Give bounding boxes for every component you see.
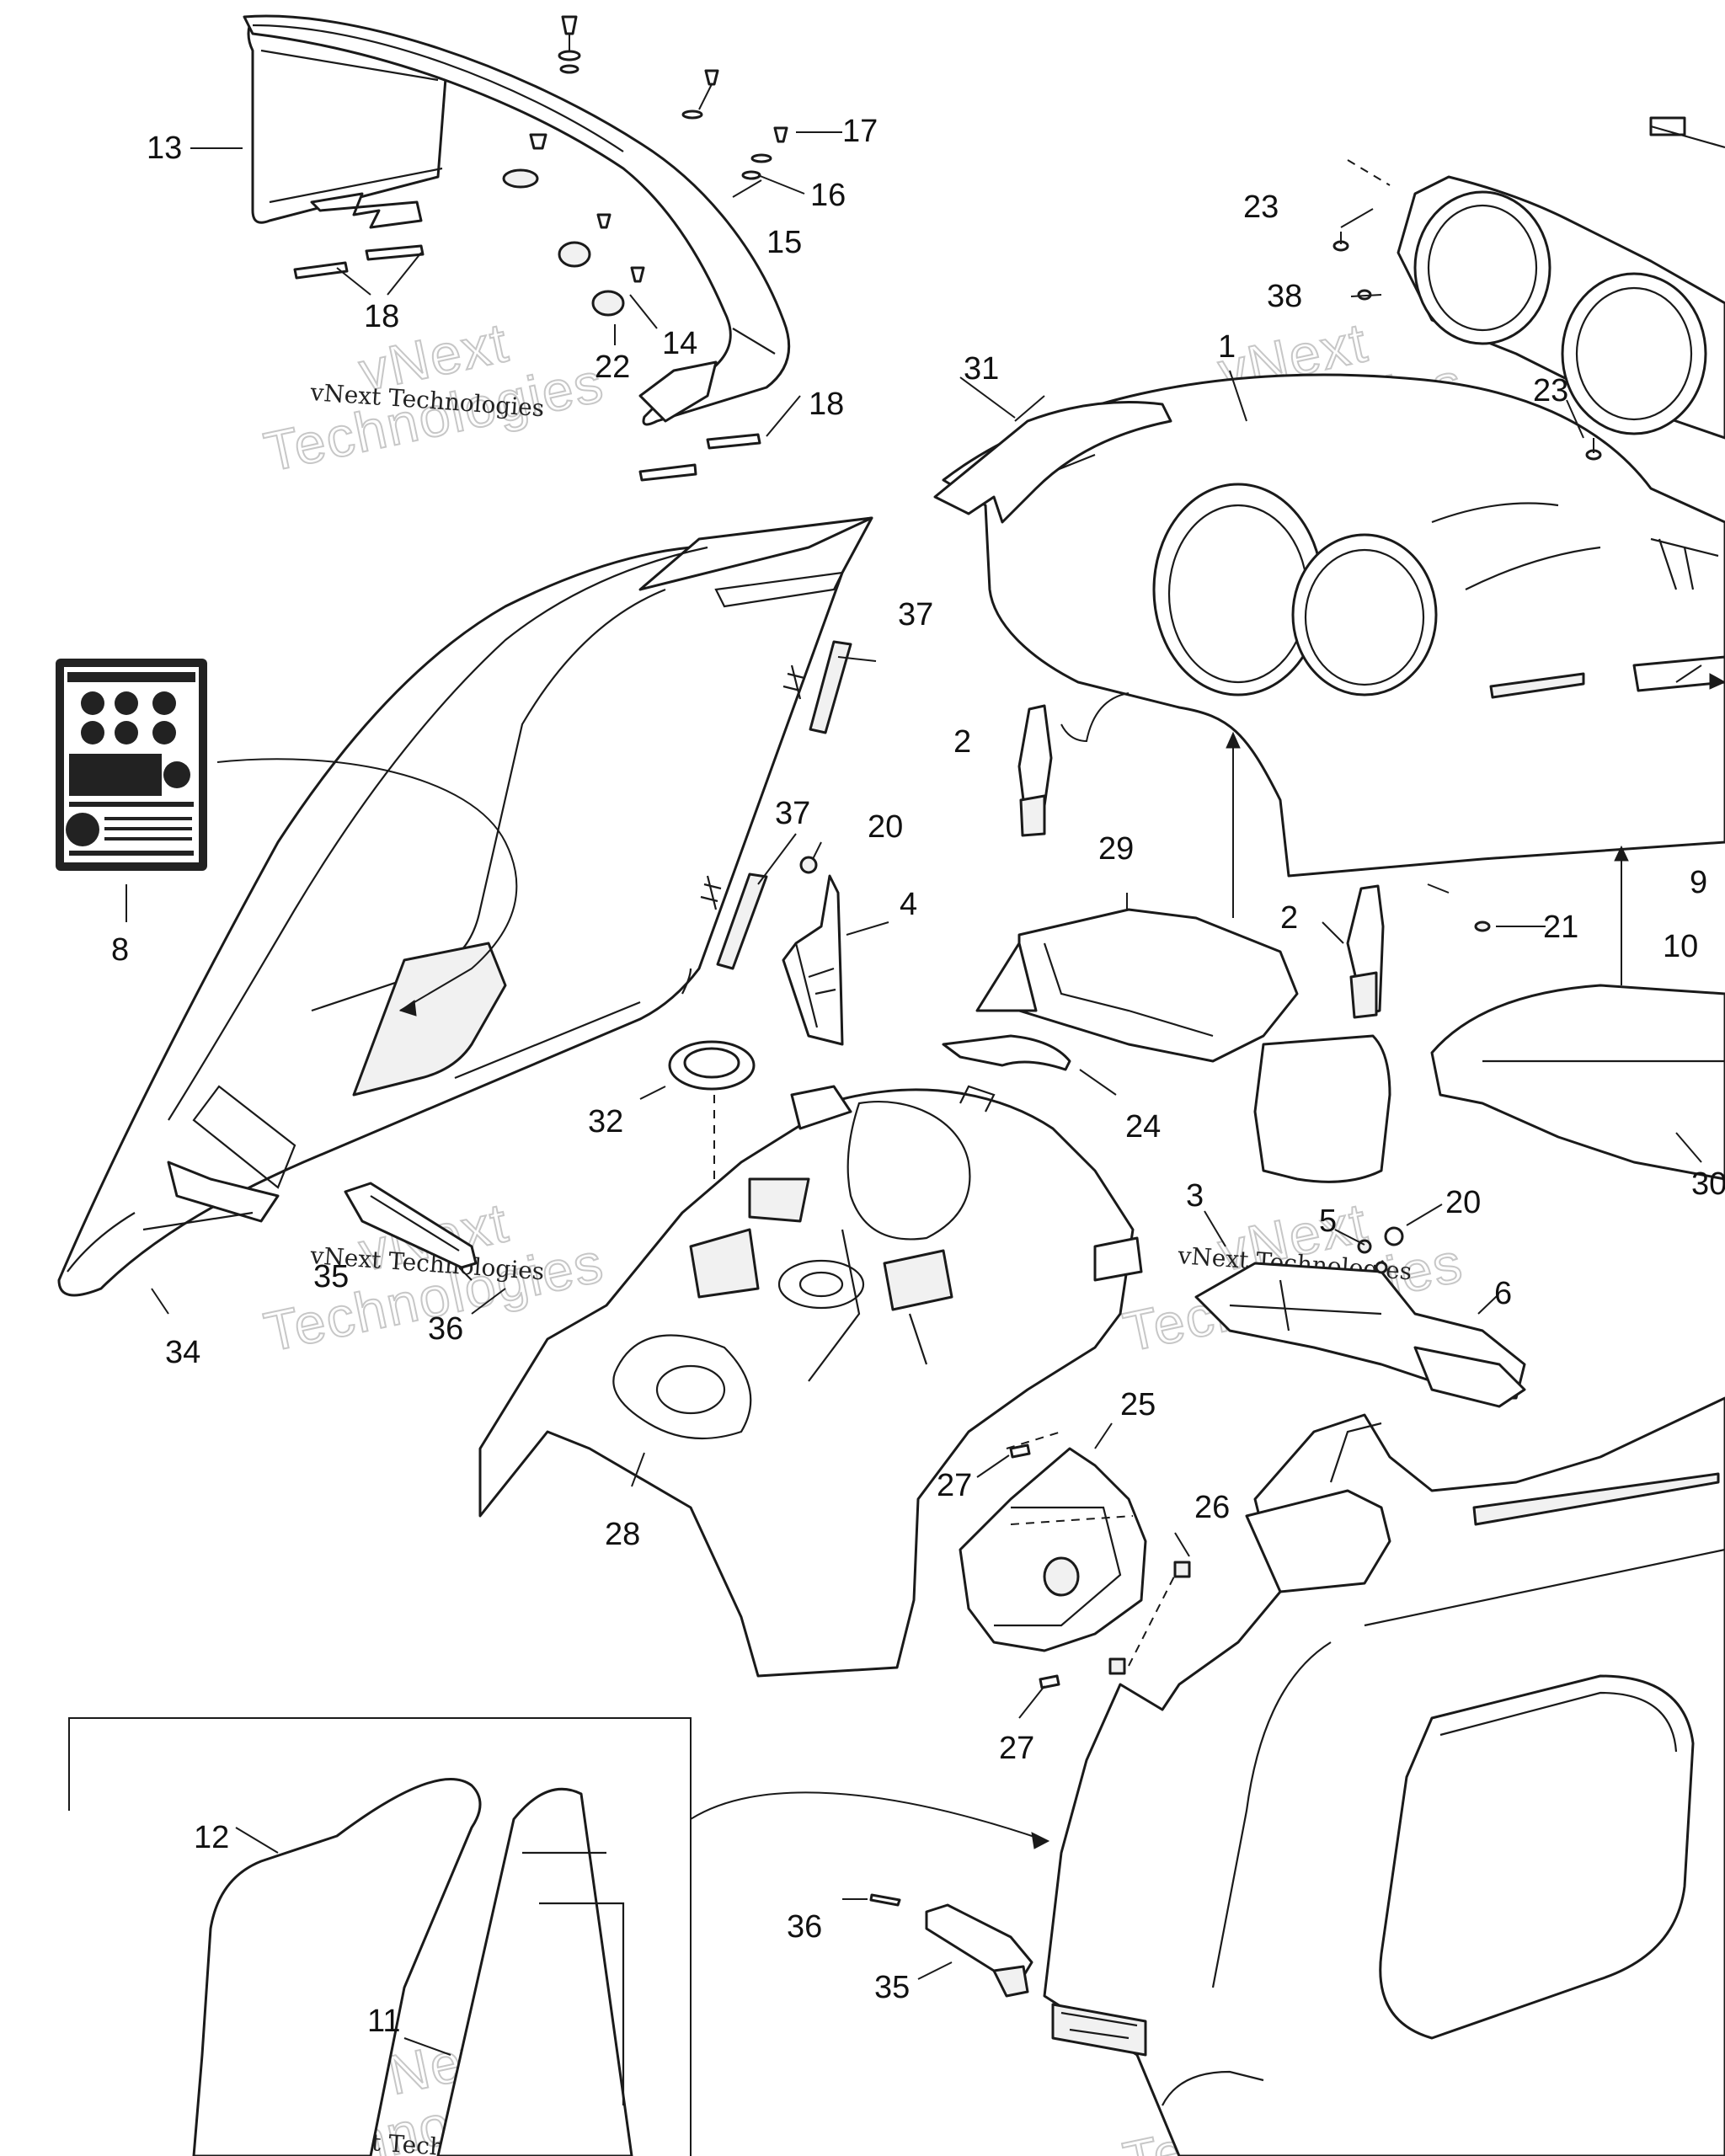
callout-37a: 37 (898, 597, 933, 632)
part-24-trim-piece (942, 1034, 1071, 1071)
callout-24: 24 (1125, 1109, 1161, 1145)
callout-25: 25 (1120, 1387, 1156, 1422)
callout-23a: 23 (1243, 189, 1279, 225)
callout-35b: 35 (874, 1970, 910, 2005)
callout-1: 1 (1218, 329, 1236, 365)
part-33-right-side-panel (1043, 1396, 1725, 2156)
callout-4: 4 (900, 887, 917, 922)
callout-16: 16 (810, 178, 846, 213)
callout-27a: 27 (937, 1468, 972, 1503)
callout-5: 5 (1319, 1203, 1337, 1239)
part-8-warning-label (56, 659, 207, 871)
callout-labels: 13 17 16 15 14 22 18 18 23 38 23 1 31 37… (111, 114, 1725, 2039)
callout-22: 22 (595, 350, 630, 385)
callout-30: 30 (1691, 1166, 1725, 1202)
callout-27b: 27 (999, 1731, 1034, 1766)
callout-13: 13 (147, 131, 182, 166)
callout-34: 34 (165, 1335, 200, 1370)
part-31-trim (933, 401, 1172, 524)
callout-36a: 36 (428, 1311, 463, 1347)
part-25-glovebox-plate (959, 1431, 1147, 1652)
callout-31: 31 (964, 351, 999, 387)
callout-35a: 35 (313, 1259, 349, 1294)
callout-17: 17 (842, 114, 878, 149)
callout-18b: 18 (809, 387, 844, 422)
callout-29: 29 (1098, 831, 1134, 867)
part-gauge-bracket (1347, 116, 1725, 440)
part-35-36-handle-left (344, 1182, 478, 1269)
callout-15: 15 (766, 225, 802, 260)
callout-37b: 37 (775, 796, 810, 831)
callout-21: 21 (1543, 910, 1578, 945)
part-28-center-console (478, 1085, 1143, 1678)
callout-28: 28 (605, 1517, 640, 1552)
callout-2a: 2 (953, 724, 971, 760)
callout-14: 14 (662, 326, 697, 361)
leader-lines (126, 131, 1702, 2056)
callout-3: 3 (1186, 1178, 1204, 1214)
part-34-left-side-panel (57, 516, 873, 1297)
callout-26: 26 (1194, 1490, 1230, 1525)
callout-36b: 36 (787, 1909, 822, 1945)
callout-38: 38 (1267, 279, 1302, 314)
callout-10: 10 (1663, 929, 1698, 964)
part-4-bracket (782, 856, 844, 1046)
callout-18a: 18 (364, 299, 399, 334)
callout-6: 6 (1494, 1276, 1512, 1311)
part-30-side-trim (1430, 984, 1725, 1181)
callout-2b: 2 (1280, 900, 1298, 936)
callout-8: 8 (111, 932, 129, 968)
screws-23-38-21 (1332, 232, 1602, 932)
part-32-gas-cap-ring (668, 1040, 756, 1364)
part-29-upper-bracket (975, 908, 1391, 1183)
callout-23b: 23 (1533, 373, 1568, 408)
part-13-windshield-frame (243, 14, 791, 426)
callout-11: 11 (367, 2004, 400, 2039)
inset-box (68, 1717, 1050, 2156)
part-3-5-6-bracket (1194, 1226, 1526, 1408)
callout-9: 9 (1690, 865, 1707, 900)
callout-20b: 20 (1445, 1185, 1481, 1220)
part-35-36-handle-right (869, 1893, 1033, 1998)
callout-12: 12 (194, 1820, 229, 1855)
part-37-trim-strips (700, 640, 852, 970)
callout-20a: 20 (868, 809, 903, 845)
callout-32: 32 (588, 1104, 623, 1139)
parts-26-27 (1009, 1444, 1191, 1689)
part-1-dashboard (942, 373, 1725, 985)
part-2-latches (1017, 704, 1385, 1019)
fasteners-14-17 (293, 15, 788, 482)
